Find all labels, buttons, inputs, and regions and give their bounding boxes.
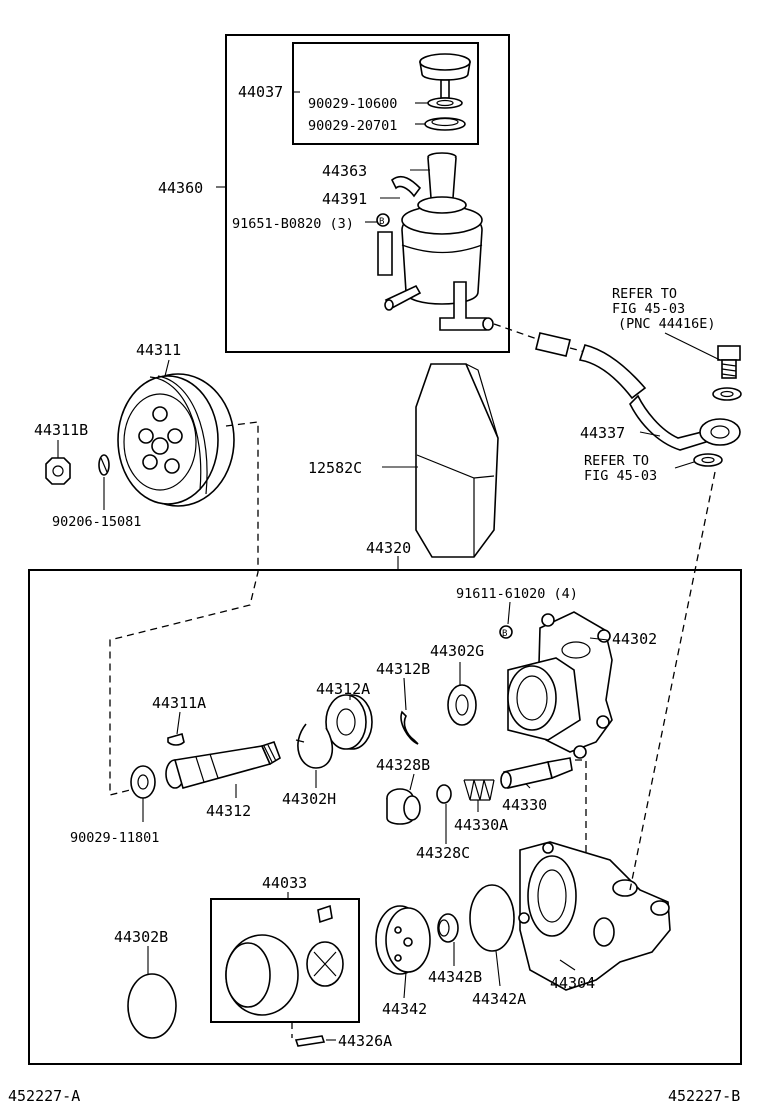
valve-spring-icon [463, 779, 495, 801]
refer-note-1-line3: (PNC 44416E) [618, 316, 716, 332]
valve-plug-icon [386, 788, 421, 825]
banjo-union-icon [629, 394, 741, 451]
footer-code-right: 452227-B [668, 1087, 740, 1105]
refer-note-2-line2: FIG 45-03 [584, 468, 657, 484]
label-44302g: 44302G [430, 642, 484, 660]
label-44342b: 44342B [428, 968, 482, 986]
label-44342a: 44342A [472, 990, 526, 1008]
pulley-icon [117, 373, 235, 507]
label-44320: 44320 [366, 539, 411, 557]
label-44360: 44360 [158, 179, 203, 197]
woodruff-key-icon [167, 733, 185, 746]
snap-ring-icon [400, 710, 419, 745]
pump-assembly-box [28, 569, 742, 1065]
union-gasket-top-icon [712, 387, 742, 401]
label-44330a: 44330A [454, 816, 508, 834]
label-44328c: 44328C [416, 844, 470, 862]
label-44342: 44342 [382, 1000, 427, 1018]
pulley-nut-icon [45, 457, 71, 485]
body-o-ring-icon [127, 973, 177, 1039]
label-44311: 44311 [136, 341, 181, 359]
union-dash-line [629, 471, 716, 891]
label-12582c: 12582C [308, 459, 362, 477]
cartridge-kit-box [210, 898, 360, 1023]
pump-body-icon [518, 841, 671, 991]
pulley-dash-line [109, 421, 259, 796]
return-hose-icon [493, 323, 647, 400]
cam-ring-icon [225, 934, 299, 1016]
retaining-ring-icon [295, 723, 334, 769]
refer-note-1-line2: FIG 45-03 [612, 301, 685, 317]
pump-o-ring-icon [469, 884, 515, 952]
valve-dash-line [575, 759, 587, 860]
flow-control-valve-icon [500, 757, 573, 789]
svg-text:B: B [502, 629, 507, 639]
label-44033: 44033 [262, 874, 307, 892]
label-44311a: 44311A [152, 694, 206, 712]
label-44037: 44037 [238, 83, 283, 101]
svg-text:B: B [379, 217, 384, 227]
label-90029-11801: 90029-11801 [70, 830, 159, 846]
vane-icon [317, 904, 333, 924]
dowel-pin-icon [294, 1035, 326, 1047]
bearing-icon [325, 694, 373, 750]
label-44391: 44391 [322, 190, 367, 208]
label-44304: 44304 [550, 974, 595, 992]
shaft-washer-icon [130, 765, 156, 799]
reservoir-tank-icon [377, 152, 494, 331]
label-44337: 44337 [580, 424, 625, 442]
vane-cartridge-icon [306, 941, 344, 987]
label-44330: 44330 [502, 796, 547, 814]
oil-seal-icon [447, 684, 477, 726]
cap-seal-ring-icon [424, 117, 466, 131]
union-bolt-icon [717, 345, 741, 379]
label-44312b: 44312B [376, 660, 430, 678]
footer-code-left: 452227-A [8, 1087, 80, 1105]
label-44312a: 44312A [316, 680, 370, 698]
label-44328b: 44328B [376, 756, 430, 774]
label-91611-61020: 91611-61020 (4) [456, 586, 578, 602]
label-44311b: 44311B [34, 421, 88, 439]
pulley-washer-icon [98, 454, 110, 476]
pump-shaft-icon [165, 740, 281, 789]
label-44302: 44302 [612, 630, 657, 648]
pressure-plate-icon [375, 905, 431, 975]
o-ring-icon [436, 784, 452, 804]
cap-gasket-icon [427, 97, 463, 109]
refer-note-1-line1: REFER TO [612, 286, 677, 302]
label-90206-15081: 90206-15081 [52, 514, 141, 530]
strap-clip-icon [390, 175, 422, 198]
housing-bolt-icon: B [499, 625, 513, 639]
front-housing-icon [507, 611, 613, 759]
drive-belt-icon [415, 363, 499, 558]
label-44363: 44363 [322, 162, 367, 180]
label-44326a: 44326A [338, 1032, 392, 1050]
leader-lines [57, 91, 721, 1041]
union-gasket-bottom-icon [693, 453, 723, 467]
label-90029-20701: 90029-20701 [308, 118, 397, 134]
relief-plug-icon [437, 913, 459, 943]
label-44302b: 44302B [114, 928, 168, 946]
bolt-washer-icon: B [376, 213, 390, 227]
label-90029-10600: 90029-10600 [308, 96, 397, 112]
refer-note-2-line1: REFER TO [584, 453, 649, 469]
cap-sub-box [292, 42, 479, 145]
label-44302h: 44302H [282, 790, 336, 808]
reservoir-cap-icon [419, 53, 471, 99]
label-91651-b0820: 91651-B0820 (3) [232, 216, 354, 232]
label-44312: 44312 [206, 802, 251, 820]
reservoir-group-box [225, 34, 510, 353]
